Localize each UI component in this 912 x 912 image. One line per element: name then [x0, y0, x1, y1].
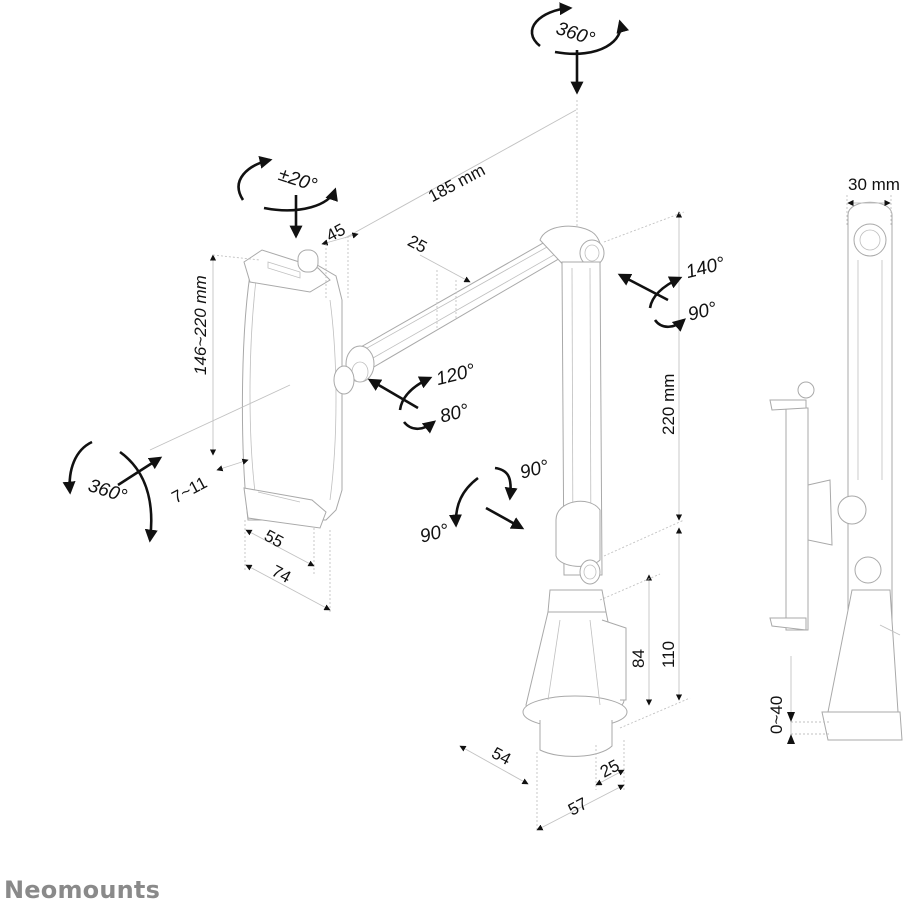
label-elbow-upper-up: 140° — [684, 253, 728, 283]
label-base-depth: 57 — [565, 794, 591, 820]
label-lower-joint-left: 90° — [418, 520, 451, 547]
label-desk-thickness: 0~40 — [767, 696, 786, 734]
front-joint-arrows — [367, 376, 437, 434]
motion-arrows — [62, 2, 686, 543]
label-lower-joint-right: 90° — [518, 456, 551, 483]
label-arm-offset: 45 — [323, 220, 349, 246]
holder-tilt-arrow — [237, 155, 338, 239]
label-upright-height: 220 mm — [659, 374, 678, 435]
label-base-height-short: 84 — [629, 649, 648, 668]
label-base-swivel: 360° — [553, 18, 597, 50]
top-swivel-arrow — [530, 2, 630, 95]
brand-logo: Neomounts — [4, 876, 161, 904]
lower-joint-arrows — [448, 466, 525, 530]
label-arm-length: 185 mm — [425, 160, 488, 206]
label-holder-tilt: ±20° — [276, 164, 320, 196]
pole-base — [522, 589, 628, 757]
label-base-depth-small: 25 — [597, 756, 623, 782]
dim-185-line — [344, 109, 577, 239]
label-holder-rotate: 360° — [85, 475, 129, 507]
dimension-lines — [149, 109, 892, 832]
horizontal-arm — [351, 237, 576, 369]
label-elbow-upper-down: 90° — [686, 298, 719, 325]
label-base-width: 54 — [488, 743, 514, 769]
label-base-height-total: 110 — [659, 641, 678, 668]
label-holder-range: 146~220 mm — [191, 275, 210, 375]
upper-elbow-joint — [539, 225, 605, 273]
label-side-width: 30 mm — [848, 175, 900, 194]
main-isometric-view: 360° ±20° 140° 90° 120° 80° 360° 90° 90°… — [62, 2, 903, 832]
vertical-upright — [555, 261, 603, 585]
upper-elbow-arrows — [617, 273, 686, 332]
label-elbow-front-up: 120° — [434, 360, 478, 390]
label-clamp-outer: 74 — [268, 561, 294, 587]
holder-rotate-arrows — [62, 440, 163, 543]
rotation-labels: 360° ±20° 140° 90° 120° 80° 360° 90° 90° — [85, 18, 727, 547]
tablet-holder — [241, 249, 355, 529]
label-elbow-front-down: 80° — [438, 400, 471, 427]
label-clamp-inner: 55 — [261, 526, 287, 552]
label-device-depth: 7~11 — [169, 473, 211, 507]
side-view — [769, 201, 903, 741]
label-arm-width: 25 — [404, 231, 430, 257]
